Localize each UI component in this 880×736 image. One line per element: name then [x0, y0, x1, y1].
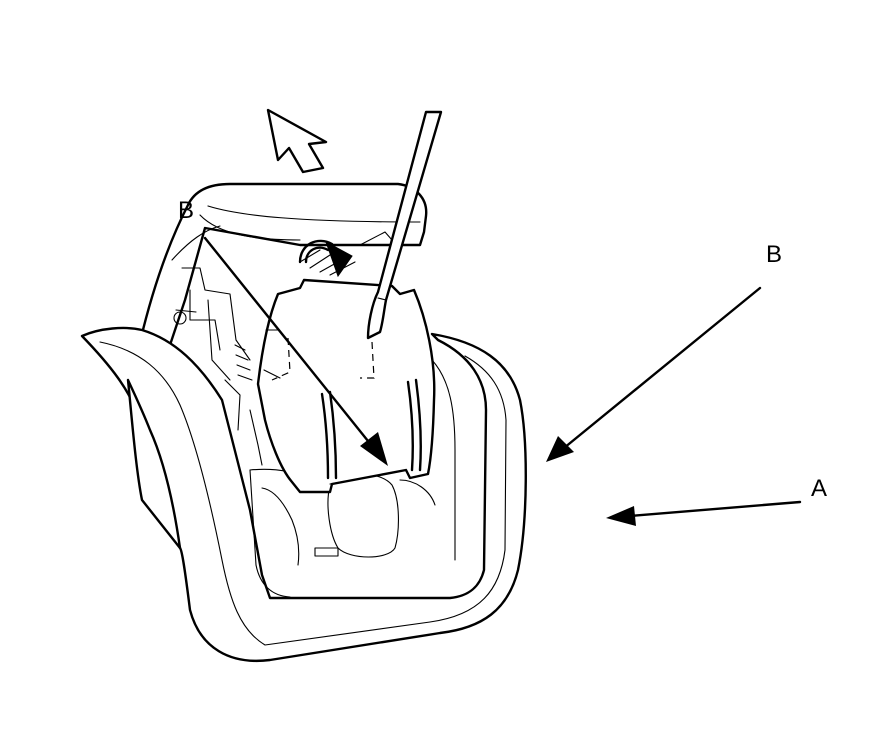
leader-a	[606, 500, 802, 526]
screwdriver	[366, 110, 443, 340]
pull-direction-arrow-icon	[266, 108, 328, 174]
rotation-arrow-icon	[298, 239, 353, 278]
cover-plate	[256, 278, 436, 494]
leader-b-top	[203, 236, 388, 466]
rear-housing	[138, 182, 428, 431]
side-panel	[126, 378, 182, 550]
callout-b-right: B	[766, 241, 783, 268]
leader-b-right	[546, 286, 762, 462]
callout-a: A	[811, 475, 828, 502]
callout-b-top: B	[178, 197, 195, 224]
